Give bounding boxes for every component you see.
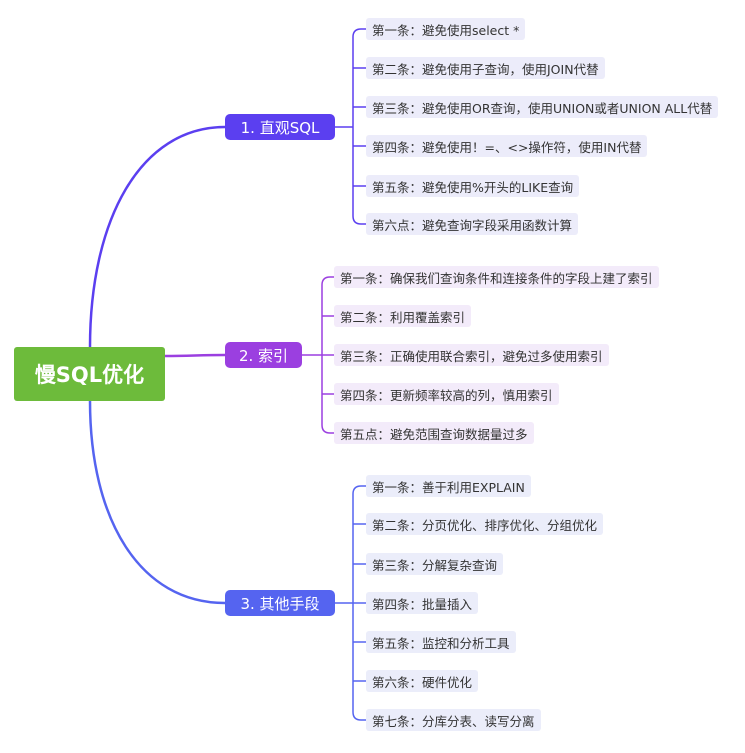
- leaf-label: 第三条：正确使用联合索引，避免过多使用索引: [340, 348, 603, 364]
- leaf-node[interactable]: 第一条：善于利用EXPLAIN: [366, 475, 531, 497]
- leaf-label: 第四条：批量插入: [372, 596, 473, 612]
- leaf-label: 第一条：善于利用EXPLAIN: [372, 479, 525, 495]
- leaf-label: 第六点：避免查询字段采用函数计算: [372, 217, 573, 233]
- leaf-label: 第四条：避免使用！=、<>操作符，使用IN代替: [372, 139, 642, 155]
- leaf-label: 第二条：分页优化、排序优化、分组优化: [372, 517, 598, 533]
- leaf-node[interactable]: 第一条：避免使用select *: [366, 18, 526, 40]
- leaf-node[interactable]: 第一条：确保我们查询条件和连接条件的字段上建了索引: [334, 266, 659, 288]
- leaf-node[interactable]: 第五条：避免使用%开头的LIKE查询: [366, 175, 580, 197]
- branch-node-index[interactable]: 2. 索引: [225, 342, 302, 368]
- leaf-node[interactable]: 第六点：避免查询字段采用函数计算: [366, 213, 579, 235]
- leaf-label: 第三条：避免使用OR查询，使用UNION或者UNION ALL代替: [372, 100, 713, 116]
- branch-label: 3. 其他手段: [240, 594, 320, 613]
- branch-3-connectors: [335, 485, 366, 721]
- leaf-node[interactable]: 第二条：分页优化、排序优化、分组优化: [366, 513, 604, 535]
- leaf-node[interactable]: 第三条：正确使用联合索引，避免过多使用索引: [334, 344, 609, 366]
- leaf-node[interactable]: 第二条：避免使用子查询，使用JOIN代替: [366, 57, 605, 79]
- leaf-label: 第五条：监控和分析工具: [372, 635, 510, 651]
- branch-label: 1. 直观SQL: [240, 118, 320, 137]
- leaf-node[interactable]: 第三条：避免使用OR查询，使用UNION或者UNION ALL代替: [366, 96, 719, 118]
- leaf-label: 第五条：避免使用%开头的LIKE查询: [372, 179, 574, 195]
- leaf-node[interactable]: 第二条：利用覆盖索引: [334, 305, 472, 327]
- leaf-node[interactable]: 第六条：硬件优化: [366, 670, 479, 692]
- branch-node-other-means[interactable]: 3. 其他手段: [225, 590, 335, 616]
- root-node[interactable]: 慢SQL优化: [14, 347, 165, 401]
- leaf-node[interactable]: 第四条：更新频率较高的列，慎用索引: [334, 383, 559, 405]
- leaf-label: 第三条：分解复杂查询: [372, 557, 498, 573]
- leaf-node[interactable]: 第三条：分解复杂查询: [366, 553, 504, 575]
- branch-2-connectors: [302, 276, 334, 434]
- branch-1-connectors: [335, 28, 366, 225]
- leaf-node[interactable]: 第五条：监控和分析工具: [366, 631, 516, 653]
- leaf-label: 第一条：确保我们查询条件和连接条件的字段上建了索引: [340, 270, 653, 286]
- link-root-branch-3: [88, 400, 226, 605]
- leaf-label: 第一条：避免使用select *: [372, 22, 520, 38]
- leaf-node[interactable]: 第七条：分库分表、读写分离: [366, 709, 541, 731]
- leaf-label: 第五点：避免范围查询数据量过多: [340, 426, 528, 442]
- leaf-node[interactable]: 第五点：避免范围查询数据量过多: [334, 422, 534, 444]
- leaf-label: 第六条：硬件优化: [372, 674, 473, 690]
- leaf-node[interactable]: 第四条：避免使用！=、<>操作符，使用IN代替: [366, 135, 648, 157]
- root-label: 慢SQL优化: [34, 363, 145, 387]
- leaf-label: 第四条：更新频率较高的列，慎用索引: [340, 387, 553, 403]
- leaf-node[interactable]: 第四条：批量插入: [366, 592, 479, 614]
- branch-node-intuitive-sql[interactable]: 1. 直观SQL: [225, 114, 335, 140]
- leaf-label: 第二条：利用覆盖索引: [340, 309, 466, 325]
- link-root-branch-2: [164, 353, 226, 358]
- leaf-label: 第七条：分库分表、读写分离: [372, 713, 535, 729]
- leaf-label: 第二条：避免使用子查询，使用JOIN代替: [372, 61, 599, 77]
- branch-label: 2. 索引: [238, 346, 289, 365]
- link-root-branch-1: [88, 125, 226, 348]
